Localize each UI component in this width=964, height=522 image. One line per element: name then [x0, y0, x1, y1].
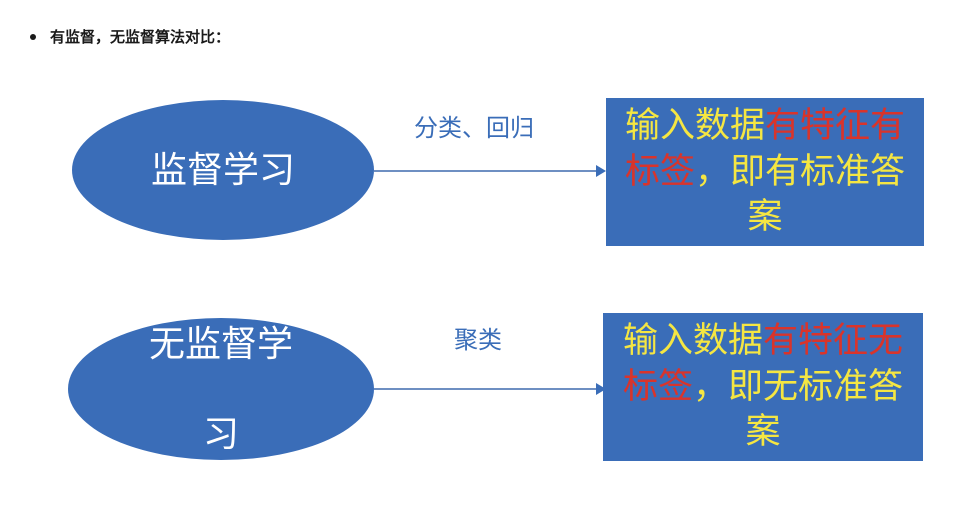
edge-label-supervised: 分类、回归: [414, 114, 534, 142]
node-unsupervised-label-line1: 无监督学: [148, 323, 293, 365]
arrow-supervised: [374, 165, 606, 177]
page-heading: 有监督，无监督算法对比：: [30, 26, 230, 47]
box-unsupervised-highlight: 有特征无标签: [622, 321, 904, 407]
arrow-unsupervised: [374, 383, 606, 395]
node-unsupervised-learning: 无监督学习: [68, 318, 374, 460]
node-unsupervised-label-line2: 习: [202, 413, 239, 455]
bullet-icon: [30, 33, 36, 40]
box-supervised-description: 输入数据有特征有标签，即有标准答案: [606, 98, 924, 246]
box-supervised-part1: 输入数据: [624, 106, 765, 146]
box-supervised-highlight: 有特征有标签: [624, 106, 906, 192]
box-unsupervised-part1: 输入数据: [622, 321, 763, 361]
node-supervised-learning: 监督学习: [72, 100, 374, 240]
node-unsupervised-label: 无监督学习: [121, 322, 321, 457]
box-unsupervised-description: 输入数据有特征无标签，即无标准答案: [603, 313, 923, 461]
heading-text: 有监督，无监督算法对比：: [50, 28, 231, 46]
edge-label-unsupervised: 聚类: [454, 326, 502, 354]
box-unsupervised-part3: ，即无标准答案: [693, 366, 904, 453]
box-supervised-part3: ，即有标准答案: [695, 151, 906, 238]
node-supervised-label: 监督学习: [150, 149, 295, 191]
